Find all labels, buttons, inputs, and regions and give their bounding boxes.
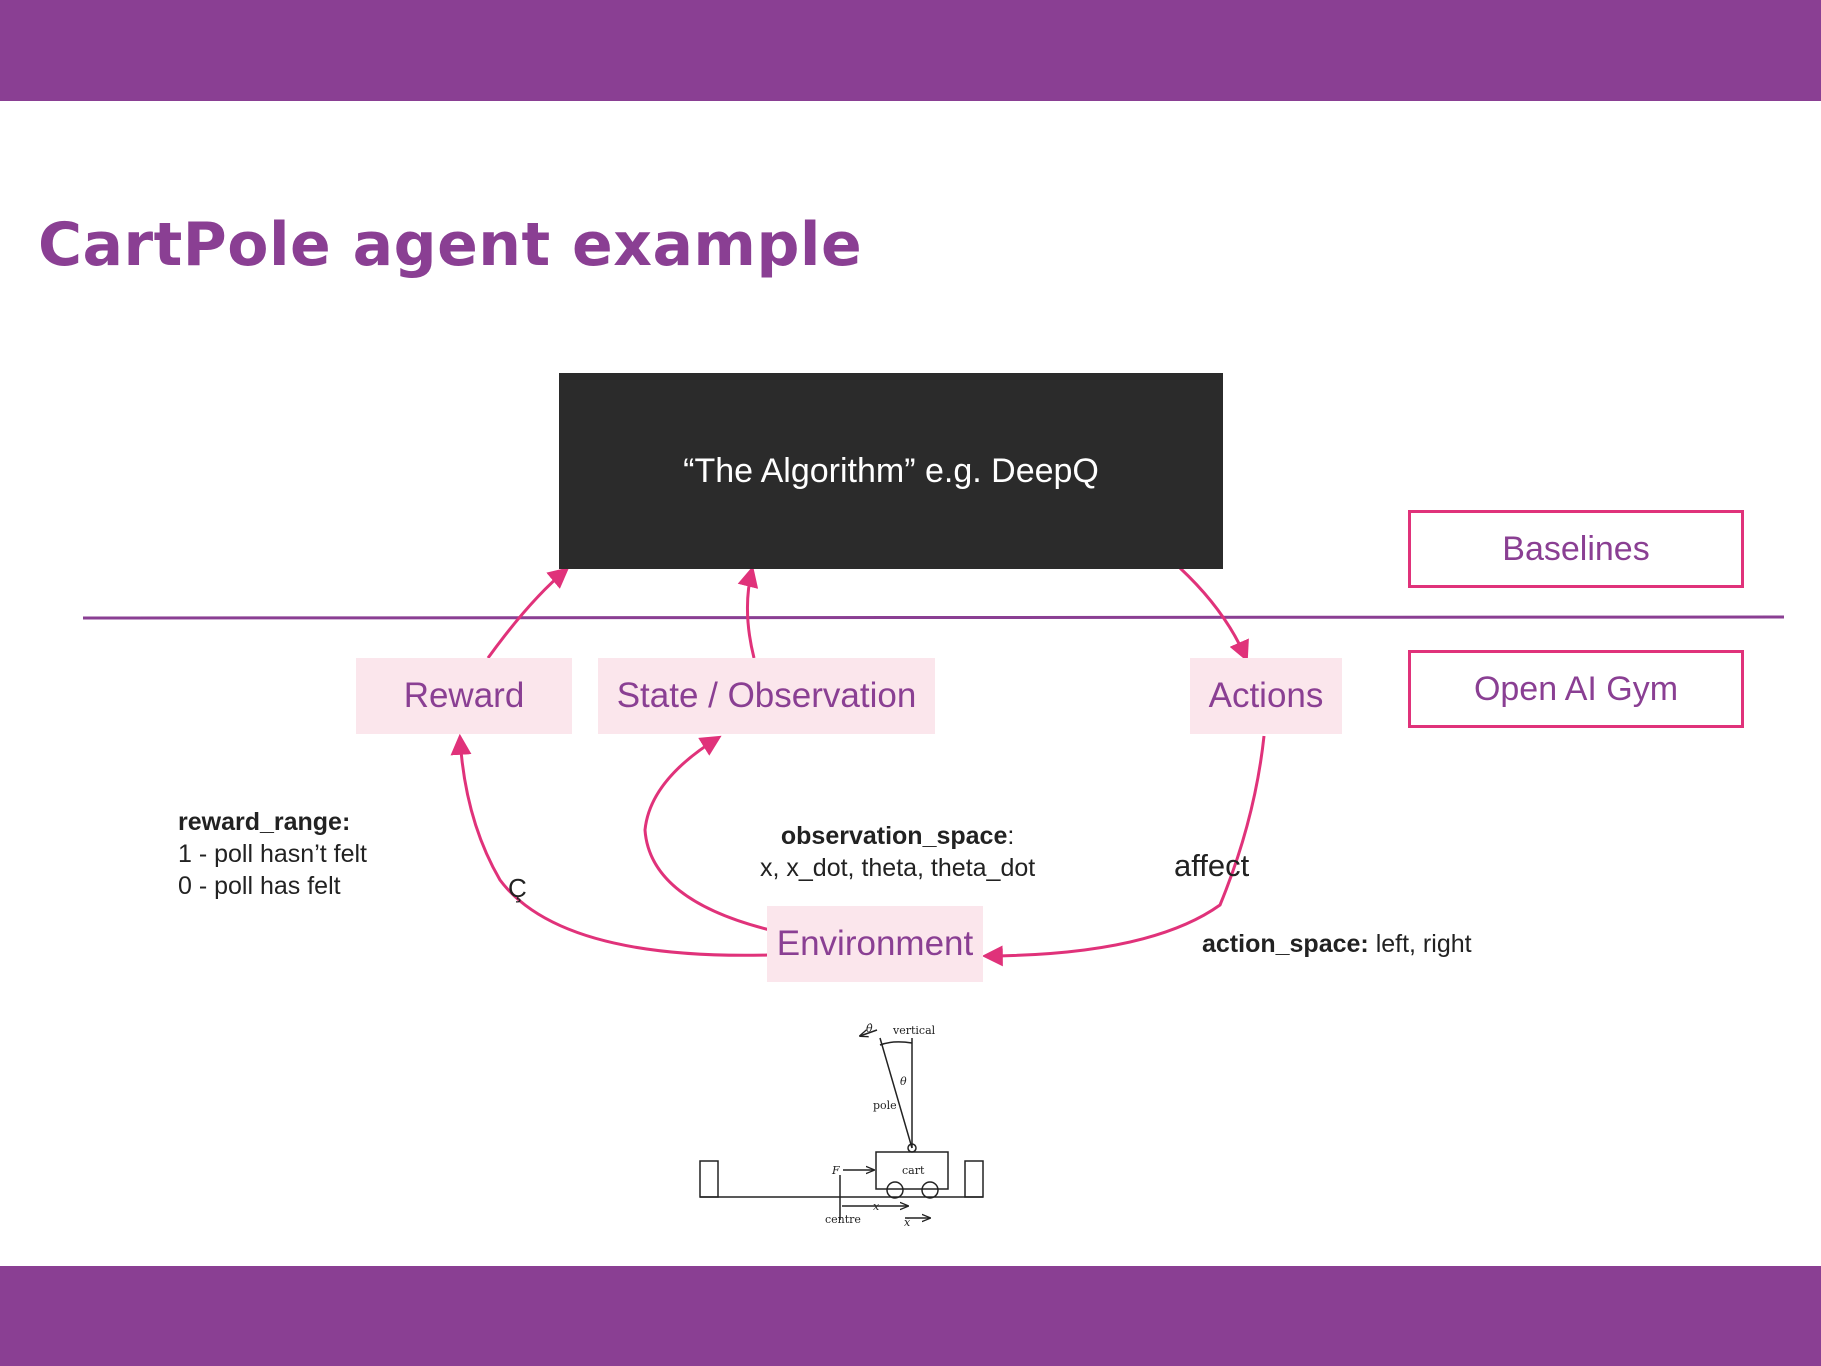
environment-label: Environment: [776, 924, 974, 963]
cartpole-figure: [699, 1029, 984, 1220]
actions-node: Actions: [1190, 658, 1342, 734]
right-wheel: [921, 1181, 939, 1199]
open-ai-gym-box: Open AI Gym: [1408, 650, 1744, 728]
centre-label: centre: [825, 1213, 861, 1226]
observation-space-note: observation_space: x, x_dot, theta, thet…: [760, 820, 1035, 884]
reward-edge-label: Ç: [508, 873, 527, 903]
vertical-label: vertical: [892, 1024, 936, 1037]
reward-node: Reward: [356, 658, 572, 734]
baselines-box: Baselines: [1408, 510, 1744, 588]
action-space-key: action_space:: [1202, 930, 1369, 958]
left-wall: [699, 1160, 719, 1198]
environment-to-state-arrow: [643, 735, 771, 932]
reward-range-key: reward_range:: [178, 808, 351, 836]
reward-range-line1: 1 - poll hasn’t felt: [178, 840, 367, 868]
slide-title: CartPole agent example: [38, 210, 863, 280]
algorithm-label: “The Algorithm” e.g. DeepQ: [683, 451, 1099, 490]
reward-label: Reward: [403, 676, 525, 715]
actions-label: Actions: [1208, 676, 1324, 715]
observation-space-key: observation_space: [780, 822, 1008, 850]
action-space-values: left, right: [1368, 930, 1472, 958]
environment-node: Environment: [767, 906, 983, 982]
action-space-note: action_space: left, right: [1202, 928, 1472, 960]
algorithm-box: “The Algorithm” e.g. DeepQ: [559, 373, 1223, 569]
layer-divider-line: [82, 615, 1785, 621]
algorithm-to-actions-arrow: [1178, 566, 1249, 662]
state-observation-label: State / Observation: [616, 676, 917, 715]
theta-arc: [879, 1041, 913, 1046]
force-label: F: [831, 1164, 840, 1177]
theta-label: θ: [900, 1075, 907, 1088]
state-observation-node: State / Observation: [598, 658, 935, 734]
baselines-label: Baselines: [1502, 529, 1650, 568]
environment-to-reward-arrow: [450, 733, 769, 957]
theta-dot-arrow: [860, 1029, 878, 1036]
open-ai-gym-label: Open AI Gym: [1473, 669, 1679, 708]
actions-to-environment-arrow: [981, 735, 1266, 967]
right-wall: [964, 1160, 984, 1198]
x-dot-label: ẋ: [904, 1216, 911, 1229]
header-band: [0, 0, 1821, 101]
reward-to-algorithm-arrow: [486, 567, 570, 659]
affect-label: affect: [1174, 848, 1250, 883]
pole-label: pole: [873, 1099, 897, 1112]
theta-dot-label: θ̇: [866, 1022, 873, 1035]
cart-label: cart: [902, 1164, 925, 1177]
pole-line: [879, 1037, 913, 1149]
footer-band: [0, 1266, 1821, 1366]
observation-space-colon: :: [1007, 822, 1015, 850]
observation-space-values: x, x_dot, theta, theta_dot: [760, 854, 1036, 882]
state-to-algorithm-arrow: [737, 565, 759, 659]
x-label: x: [873, 1200, 880, 1213]
reward-range-line2: 0 - poll has felt: [178, 872, 341, 900]
reward-range-note: reward_range: 1 - poll hasn’t felt 0 - p…: [178, 806, 367, 902]
left-wheel: [886, 1181, 904, 1199]
